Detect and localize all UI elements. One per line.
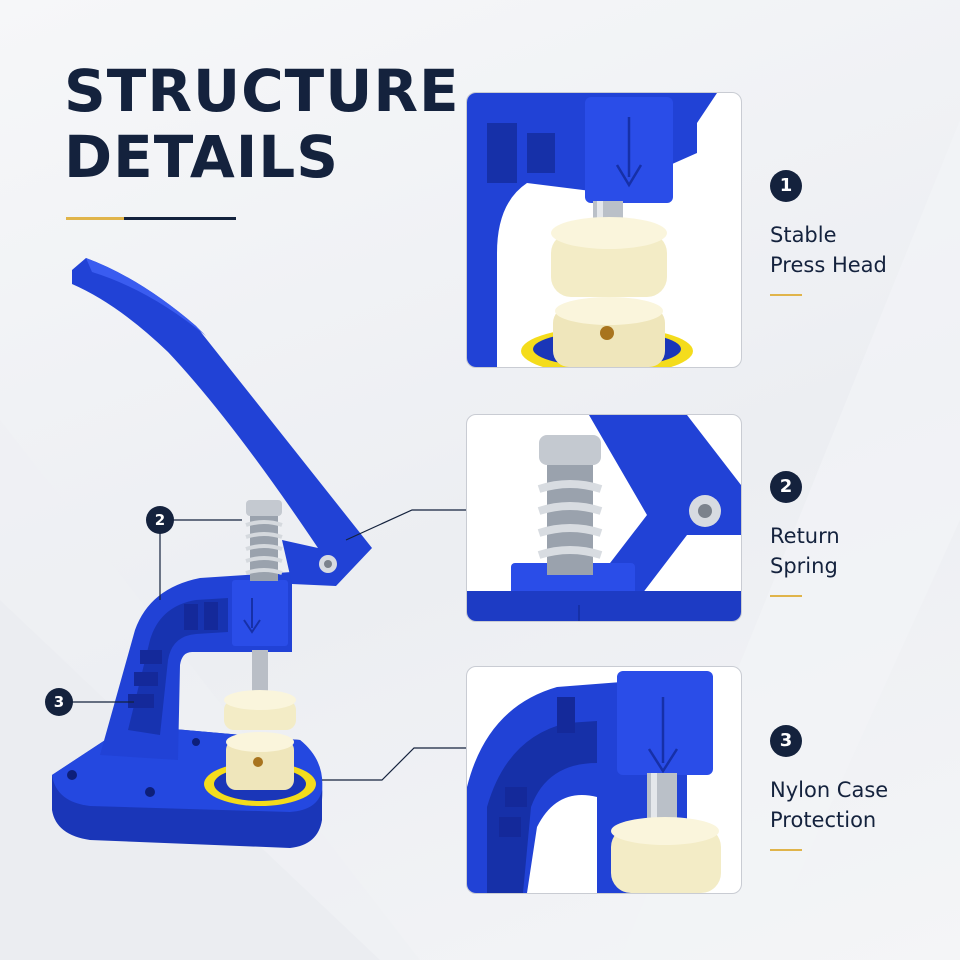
detail-panel-press-head xyxy=(466,92,742,368)
feature-number-badge: 2 xyxy=(770,471,802,503)
title-underline-navy xyxy=(124,217,236,220)
return-spring-closeup xyxy=(467,415,741,621)
callout-badge-2: 2 xyxy=(146,506,174,534)
feature-number-badge: 1 xyxy=(770,170,802,202)
press-handle xyxy=(72,258,372,586)
press-head-closeup xyxy=(467,93,717,367)
press-frame xyxy=(100,572,292,760)
feature-2: 2 Return Spring xyxy=(770,471,950,597)
feature-label: Nylon Case Protection xyxy=(770,778,889,832)
detail-panel-return-spring xyxy=(466,414,742,622)
nylon-die xyxy=(204,690,316,806)
feature-label: Stable Press Head xyxy=(770,223,887,277)
detail-panel-nylon-case xyxy=(466,666,742,894)
callout-leader-lines xyxy=(72,509,466,781)
feature-1: 1 Stable Press Head xyxy=(770,170,950,296)
page-title: STRUCTURE DETAILS xyxy=(64,58,460,190)
title-underline-gold xyxy=(66,217,124,220)
feature-label: Return Spring xyxy=(770,524,840,578)
feature-underline xyxy=(770,595,802,597)
feature-underline xyxy=(770,849,802,851)
return-spring xyxy=(245,500,283,581)
title-line-2: DETAILS xyxy=(64,123,340,191)
callout-badge-3: 3 xyxy=(45,688,73,716)
feature-number-badge: 3 xyxy=(770,725,802,757)
feature-3: 3 Nylon Case Protection xyxy=(770,725,950,851)
nylon-case-closeup xyxy=(467,671,721,893)
feature-underline xyxy=(770,294,802,296)
title-line-1: STRUCTURE xyxy=(64,57,460,125)
